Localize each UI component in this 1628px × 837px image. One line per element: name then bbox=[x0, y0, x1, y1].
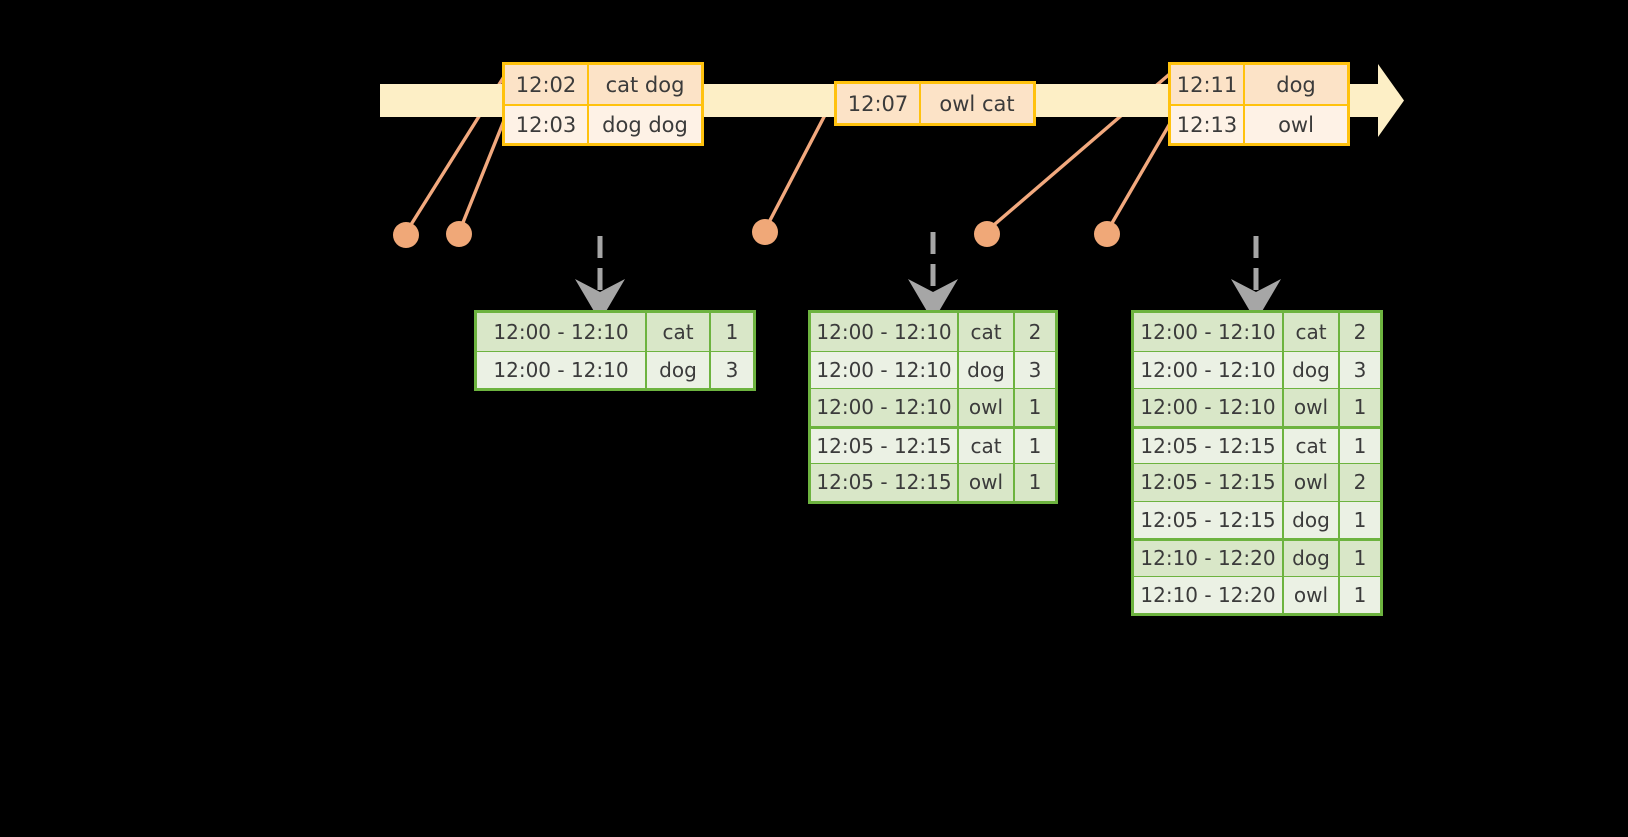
cell-window: 12:00 - 12:10 bbox=[1134, 389, 1284, 426]
cell-count: 1 bbox=[1340, 428, 1380, 463]
cell-count: 3 bbox=[1340, 351, 1380, 388]
event-time: 12:11 bbox=[1171, 65, 1245, 104]
cell-window: 12:00 - 12:10 bbox=[477, 313, 647, 351]
cell-window: 12:05 - 12:15 bbox=[811, 464, 959, 501]
event-box-3: 12:11 dog 12:13 owl bbox=[1168, 62, 1350, 146]
cell-word: owl bbox=[1284, 389, 1340, 426]
cell-count: 3 bbox=[711, 351, 753, 388]
event-time: 12:07 bbox=[837, 84, 921, 123]
cell-window: 12:00 - 12:10 bbox=[1134, 313, 1284, 351]
cell-word: owl bbox=[959, 389, 1015, 426]
cell-word: dog bbox=[1284, 351, 1340, 388]
event-time: 12:02 bbox=[505, 65, 589, 104]
event-row: 12:07 owl cat bbox=[837, 84, 1033, 123]
cell-window: 12:05 - 12:15 bbox=[1134, 464, 1284, 501]
cell-word: cat bbox=[959, 428, 1015, 463]
cell-count: 1 bbox=[1340, 576, 1380, 613]
event-dot-4 bbox=[974, 221, 1000, 247]
cell-count: 1 bbox=[711, 313, 753, 351]
event-words: cat dog bbox=[589, 65, 701, 104]
connector-line-2 bbox=[458, 117, 507, 231]
cell-word: cat bbox=[647, 313, 711, 351]
cell-count: 1 bbox=[1015, 389, 1055, 426]
event-time: 12:13 bbox=[1171, 106, 1245, 143]
cell-count: 1 bbox=[1340, 501, 1380, 538]
cell-word: owl bbox=[1284, 576, 1340, 613]
event-dot-1 bbox=[393, 222, 419, 248]
cell-count: 2 bbox=[1340, 313, 1380, 351]
cell-window: 12:00 - 12:10 bbox=[477, 351, 647, 388]
event-dot-3 bbox=[752, 219, 778, 245]
event-row: 12:13 owl bbox=[1171, 104, 1347, 143]
cell-word: cat bbox=[1284, 313, 1340, 351]
event-box-1: 12:02 cat dog 12:03 dog dog bbox=[502, 62, 704, 146]
event-words: owl cat bbox=[921, 84, 1033, 123]
cell-word: owl bbox=[1284, 464, 1340, 501]
cell-count: 1 bbox=[1015, 428, 1055, 463]
event-box-2: 12:07 owl cat bbox=[834, 81, 1036, 126]
cell-word: dog bbox=[1284, 501, 1340, 538]
trigger-arrows bbox=[575, 232, 1281, 322]
cell-count: 2 bbox=[1340, 464, 1380, 501]
cell-word: dog bbox=[959, 351, 1015, 388]
cell-window: 12:10 - 12:20 bbox=[1134, 541, 1284, 576]
event-row: 12:02 cat dog bbox=[505, 65, 701, 104]
cell-count: 1 bbox=[1340, 389, 1380, 426]
connector-line-5 bbox=[1106, 119, 1174, 231]
cell-count: 3 bbox=[1015, 351, 1055, 388]
cell-window: 12:00 - 12:10 bbox=[1134, 351, 1284, 388]
cell-window: 12:05 - 12:15 bbox=[1134, 428, 1284, 463]
cell-window: 12:10 - 12:20 bbox=[1134, 576, 1284, 613]
cell-word: cat bbox=[1284, 428, 1340, 463]
event-time: 12:03 bbox=[505, 106, 589, 143]
event-dot-2 bbox=[446, 221, 472, 247]
cell-window: 12:00 - 12:10 bbox=[811, 313, 959, 351]
cell-window: 12:05 - 12:15 bbox=[1134, 501, 1284, 538]
cell-count: 1 bbox=[1340, 541, 1380, 576]
cell-word: dog bbox=[647, 351, 711, 388]
event-words: owl bbox=[1245, 106, 1347, 143]
cell-count: 2 bbox=[1015, 313, 1055, 351]
cell-word: owl bbox=[959, 464, 1015, 501]
event-row: 12:03 dog dog bbox=[505, 104, 701, 143]
event-dot-5 bbox=[1094, 221, 1120, 247]
cell-word: cat bbox=[959, 313, 1015, 351]
cell-window: 12:00 - 12:10 bbox=[811, 389, 959, 426]
event-words: dog dog bbox=[589, 106, 701, 143]
cell-count: 1 bbox=[1015, 464, 1055, 501]
cell-window: 12:00 - 12:10 bbox=[811, 351, 959, 388]
cell-window: 12:05 - 12:15 bbox=[811, 428, 959, 463]
event-words: dog bbox=[1245, 65, 1347, 104]
event-row: 12:11 dog bbox=[1171, 65, 1347, 104]
cell-word: dog bbox=[1284, 541, 1340, 576]
event-dots bbox=[393, 219, 1120, 248]
